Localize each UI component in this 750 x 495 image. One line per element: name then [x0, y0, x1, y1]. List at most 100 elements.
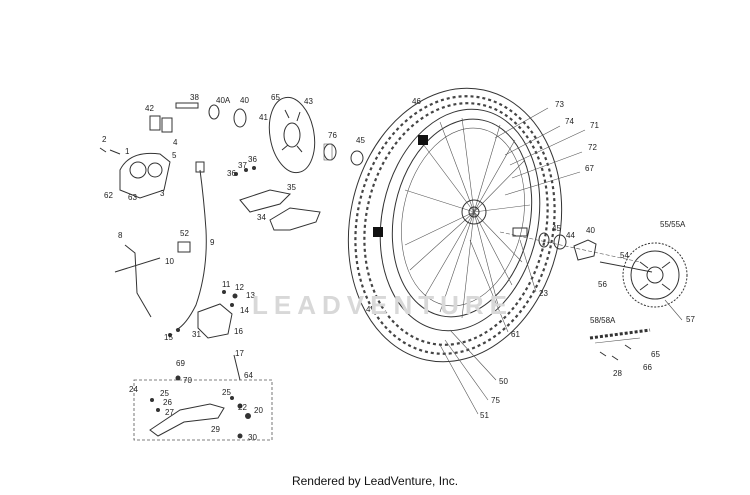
callout-34: 34	[257, 213, 266, 222]
caliper-bracket	[239, 189, 292, 213]
callout-1: 1	[125, 147, 130, 156]
callout-9: 9	[210, 238, 215, 247]
tire-inner	[379, 108, 541, 332]
callout-63: 63	[128, 193, 137, 202]
callout-22: 22	[238, 403, 247, 412]
brake-hose	[175, 169, 207, 331]
footer-credit: Rendered by LeadVenture, Inc.	[291, 474, 459, 488]
callout-62: 62	[104, 191, 113, 200]
callout-45: 45	[552, 224, 561, 233]
rear-wheel	[347, 87, 563, 363]
callout-57: 57	[686, 315, 695, 324]
callout-28: 28	[613, 369, 622, 378]
callout-27: 27	[165, 408, 174, 417]
callout-55-55a: 55/55A	[660, 220, 686, 229]
callout-44: 44	[566, 231, 575, 240]
callout-51: 51	[480, 411, 489, 420]
callout-8: 8	[118, 231, 123, 240]
callout-43: 43	[304, 97, 313, 106]
pedal-subassembly-box	[133, 379, 273, 441]
rear-sprocket	[622, 242, 688, 308]
tire-outer	[347, 87, 563, 363]
callout-64: 64	[244, 371, 253, 380]
tread-pattern	[354, 95, 556, 355]
axle-spacers	[512, 227, 597, 261]
push-rod	[233, 354, 241, 381]
brake-disc	[268, 96, 316, 174]
callout-40a: 40A	[216, 96, 231, 105]
callout-65: 65	[651, 350, 660, 359]
rim-tape-mark	[418, 135, 428, 145]
watermark: LEADVENTURE	[252, 290, 514, 320]
bearing	[208, 104, 220, 120]
rim-tape-mark-2	[373, 227, 383, 237]
callout-30: 30	[248, 433, 257, 442]
callout-38: 38	[190, 93, 199, 102]
callout-24: 24	[129, 385, 138, 394]
callout-67: 67	[585, 164, 594, 173]
pedal-parts	[150, 375, 251, 439]
rim-inner	[401, 127, 525, 307]
callout-72: 72	[588, 143, 597, 152]
spokes	[404, 117, 531, 319]
callout-20: 20	[254, 406, 263, 415]
caliper-bolt	[175, 102, 199, 109]
hub	[461, 199, 487, 225]
brake-rod	[124, 244, 152, 318]
callout-42: 42	[145, 104, 154, 113]
callout-74: 74	[565, 117, 574, 126]
callout-71: 71	[590, 121, 599, 130]
callout-45: 45	[356, 136, 365, 145]
callout-65: 65	[271, 93, 280, 102]
callout-41: 41	[259, 113, 268, 122]
callout-73: 73	[555, 100, 564, 109]
callout-54: 54	[620, 251, 629, 260]
callout-50: 50	[499, 377, 508, 386]
brake-cable	[114, 257, 161, 273]
callout-40: 40	[586, 226, 595, 235]
brake-caliper	[99, 147, 171, 199]
callout-36: 36	[227, 169, 236, 178]
callout-35: 35	[287, 183, 296, 192]
hose-fitting	[195, 161, 205, 173]
callout-3: 3	[160, 189, 165, 198]
leader-lines	[439, 107, 683, 415]
callout-40: 40	[240, 96, 249, 105]
callout-23: 23	[539, 289, 548, 298]
hub-center	[468, 206, 480, 218]
callout-58-58a: 58/58A	[590, 316, 616, 325]
callout-56: 56	[598, 280, 607, 289]
callout-11: 11	[222, 280, 231, 289]
master-cylinder-body	[197, 303, 233, 339]
callout-66: 66	[643, 363, 652, 372]
callout-76: 76	[328, 131, 337, 140]
callout-14: 14	[240, 306, 249, 315]
callout-5: 5	[172, 151, 177, 160]
callout-10: 10	[165, 257, 174, 266]
callout-13: 13	[246, 291, 255, 300]
callout-75: 75	[491, 396, 500, 405]
callout-47: 47	[366, 305, 375, 314]
hub-spacers	[323, 143, 364, 166]
callout-29: 29	[211, 425, 220, 434]
callout-46: 46	[412, 97, 421, 106]
sprocket-bolt	[599, 261, 653, 273]
small-bolts	[234, 166, 256, 176]
callout-69: 69	[176, 359, 185, 368]
callout-15: 15	[164, 333, 173, 342]
drive-chain	[589, 328, 651, 361]
callout-12: 12	[235, 283, 244, 292]
callout-4: 4	[173, 138, 178, 147]
fasteners	[168, 290, 238, 337]
callout-17: 17	[235, 349, 244, 358]
rim	[391, 118, 533, 318]
master-cylinder	[177, 241, 191, 253]
callout-36: 36	[248, 155, 257, 164]
callout-25: 25	[160, 389, 169, 398]
callout-61: 61	[511, 330, 520, 339]
spacer	[233, 108, 247, 128]
brake-pedal	[149, 403, 225, 437]
callout-16: 16	[234, 327, 243, 336]
